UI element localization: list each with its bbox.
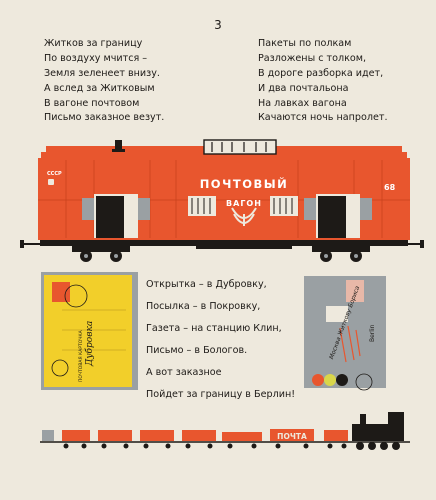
verse-bottom: Открытка – в Дубровку, Посылка – в Покро… <box>146 274 295 406</box>
verse-line: Посылка – в Покровку, <box>146 301 261 312</box>
verse-line: Разложены с толком, <box>258 52 367 64</box>
verse-line: В вагоне почтовом <box>44 97 140 109</box>
verse-line: Газета – на станцию Клин, <box>146 323 282 334</box>
mail-car-subtitle: ВАГОН <box>226 199 262 208</box>
envelope-stamp-text: Berlin <box>369 324 376 342</box>
verse-line: Качаются ночь напролет. <box>258 112 388 124</box>
verse-line: И два почтальона <box>258 82 349 94</box>
postcard-header: ПОЧТОВАЯ КАРТОЧКА <box>78 329 84 382</box>
verse-line: В дороге разборка идет, <box>258 67 384 79</box>
verse-line: По воздуху мчится – <box>44 52 148 64</box>
envelope: Berlin Москва Житкову Бориса <box>304 276 386 391</box>
page-number: 3 <box>214 18 222 32</box>
chimney-icon <box>115 140 122 150</box>
verse-line: Пойдет за границу в Берлин! <box>146 389 296 400</box>
stamp-icon <box>52 282 70 302</box>
verse-line: На лавках вагона <box>258 97 347 109</box>
verse-line: Пакеты по полкам <box>258 38 352 49</box>
postcard: Дубровка ПОЧТОВАЯ КАРТОЧКА <box>41 272 138 390</box>
registration-label <box>326 306 348 322</box>
locomotive-icon <box>352 424 404 441</box>
verse-line: Письмо заказное везут. <box>44 112 165 124</box>
verse-line: Житков за границу <box>44 38 143 49</box>
verse-line: Открытка – в Дубровку, <box>146 279 267 290</box>
toy-train: ПОЧТА <box>40 412 410 450</box>
verse-left: Житков за границу По воздуху мчится – Зе… <box>44 37 164 126</box>
verse-line: А вслед за Житковым <box>44 82 155 94</box>
stamp-icon <box>346 280 364 302</box>
verse-line: Письмо – в Бологов. <box>146 345 248 356</box>
postcard-address-to: Дубровка <box>84 321 95 367</box>
hammer-sickle-icon <box>48 179 54 185</box>
mail-car-title: ПОЧТОВЫЙ <box>200 176 289 191</box>
post-emblem-icon <box>231 207 257 226</box>
verse-line: А вот заказное <box>146 367 222 378</box>
train-car-label: ПОЧТА <box>277 432 307 441</box>
mail-car-marking: СССР <box>47 171 62 177</box>
mail-car: ПОЧТОВЫЙ ВАГОН СССР 68 <box>20 139 424 262</box>
verse-line: Земля зеленеет внизу. <box>44 67 160 79</box>
verse-right: Пакеты по полкам Разложены с толком, В д… <box>258 37 388 126</box>
mail-car-number: 68 <box>384 183 396 192</box>
